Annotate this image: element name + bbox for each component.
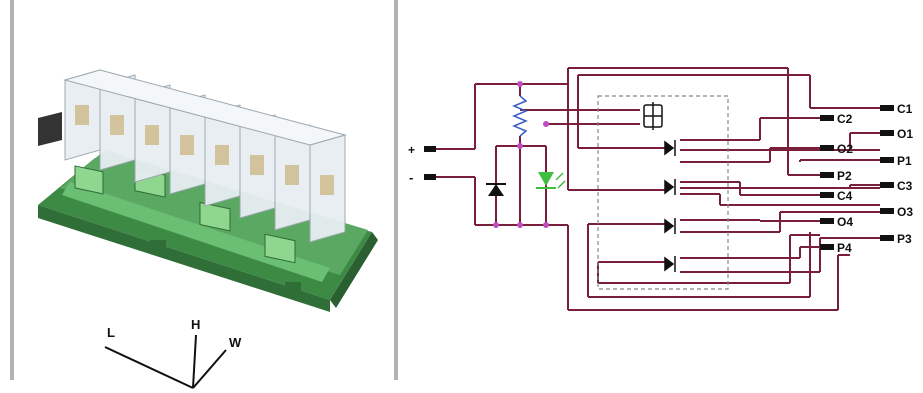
relay-module-illustration bbox=[38, 69, 378, 312]
output-terminal-pads bbox=[820, 105, 894, 250]
terminal-label-o4: O4 bbox=[837, 215, 853, 229]
terminal-label-c4: C4 bbox=[837, 189, 853, 203]
axis-label-length: L bbox=[107, 325, 115, 340]
terminal-label-c2: C2 bbox=[837, 112, 853, 126]
supply-minus-label: - bbox=[409, 170, 413, 185]
terminal-label-p1: P1 bbox=[897, 154, 912, 168]
axis-label-height: H bbox=[191, 317, 200, 332]
terminal-label-o1: O1 bbox=[897, 127, 913, 141]
supply-plus-label: + bbox=[408, 143, 415, 157]
junction-dots bbox=[493, 81, 549, 228]
terminal-label-o2: O2 bbox=[837, 142, 853, 156]
terminal-label-p2: P2 bbox=[837, 169, 852, 183]
terminal-label-c1: C1 bbox=[897, 102, 913, 116]
relay-enclosure bbox=[597, 95, 729, 290]
resistor-symbol bbox=[512, 95, 528, 137]
axis-label-width: W bbox=[229, 335, 242, 350]
terminal-label-p4: P4 bbox=[837, 241, 852, 255]
center-divider bbox=[394, 0, 398, 380]
terminal-label-o3: O3 bbox=[897, 205, 913, 219]
left-border-rule bbox=[10, 0, 14, 380]
status-led bbox=[536, 172, 566, 189]
relay-coil-symbol bbox=[643, 102, 663, 130]
terminal-label-c3: C3 bbox=[897, 179, 913, 193]
orientation-axes bbox=[104, 334, 227, 389]
relay-contact-symbols bbox=[664, 140, 676, 272]
terminal-label-p3: P3 bbox=[897, 232, 912, 246]
supply-terminals bbox=[424, 146, 436, 180]
protection-diode bbox=[486, 183, 506, 196]
